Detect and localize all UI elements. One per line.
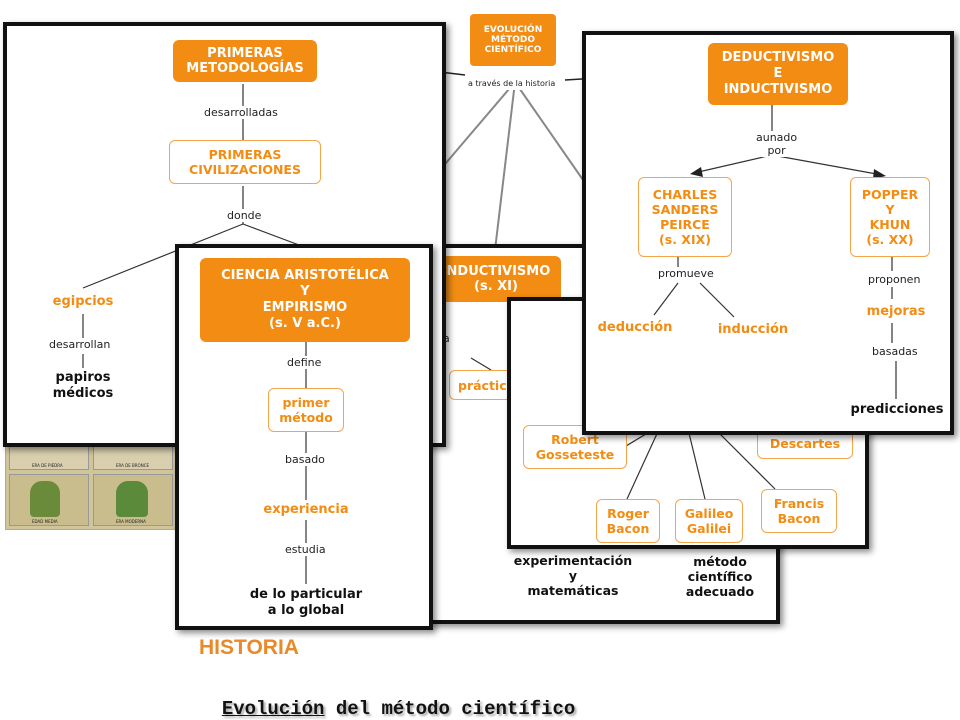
node-experiencia: experiencia	[263, 502, 349, 517]
node-egipcios: egipcios	[52, 294, 114, 309]
link-aunado-por: aunado por	[754, 131, 800, 157]
thumb-middle-ages: EDAD MEDIA	[9, 474, 89, 526]
node-popper-khun: POPPER Y KHUN (s. XX)	[850, 177, 930, 257]
thumb-bronze-age: ERA DE BRONCE	[93, 444, 173, 470]
thumb-modern-era: ERA MODERNA	[93, 474, 173, 526]
node-deductivismo-inductivismo: DEDUCTIVISMO E INDUCTIVISMO	[708, 43, 848, 105]
thumb-stone-age: ERA DE PIEDRA	[9, 444, 89, 470]
node-galileo-galilei: Galileo Galilei	[675, 499, 743, 543]
root-node: EVOLUCIÓN MÉTODO CIENTÍFICO	[470, 14, 556, 66]
link-estudia: estudia	[283, 543, 328, 556]
node-charles-sanders-peirce: CHARLES SANDERS PEIRCE (s. XIX)	[638, 177, 732, 257]
node-roger-bacon: Roger Bacon	[596, 499, 660, 543]
panel-deductivismo-inductivismo: DEDUCTIVISMO E INDUCTIVISMO aunado por C…	[582, 31, 954, 435]
node-ciencia-aristotelica: CIENCIA ARISTOTÉLICA Y EMPIRISMO (s. V a…	[200, 258, 410, 342]
node-papiros-medicos: papiros médicos	[52, 370, 114, 401]
node-experimentacion: experimentación y matemáticas	[513, 553, 633, 598]
slide-title-rest: del método científico	[324, 698, 576, 720]
node-predicciones: predicciones	[850, 402, 944, 417]
node-primeras-metodologias: PRIMERAS METODOLOGÍAS	[173, 40, 317, 82]
node-francis-bacon: Francis Bacon	[761, 489, 837, 533]
slide-title: Evolución del método científico	[199, 676, 575, 720]
link-desarrollan: desarrollan	[47, 338, 113, 351]
node-particular-global: de lo particular a lo global	[249, 587, 363, 618]
node-primeras-civilizaciones: PRIMERAS CIVILIZACIONES	[169, 140, 321, 184]
link-define: define	[285, 356, 324, 369]
link-desarrolladas: desarrolladas	[202, 106, 280, 119]
slide-title-underlined: Evolución	[221, 698, 325, 720]
node-robert-gosseteste: Robert Gosseteste	[523, 425, 627, 469]
node-deduccion: deducción	[597, 320, 673, 335]
root-link-label: a través de la historia	[466, 77, 558, 90]
link-proponen: proponen	[866, 273, 923, 286]
category-heading: HISTORIA	[199, 636, 299, 659]
node-induccion: inducción	[717, 322, 789, 337]
node-mejoras: mejoras	[866, 304, 926, 319]
node-metodo-adecuado: método científico adecuado	[685, 554, 755, 599]
link-promueve: promueve	[656, 267, 716, 280]
link-basadas: basadas	[870, 345, 920, 358]
node-primer-metodo: primer método	[268, 388, 344, 432]
historical-eras-thumbnail: ERA DE PIEDRA ERA DE BRONCE EDAD MEDIA E…	[5, 440, 177, 530]
panel-ciencia-aristotelica: CIENCIA ARISTOTÉLICA Y EMPIRISMO (s. V a…	[175, 244, 433, 630]
node-inductivismo: INDUCTIVISMO (s. XI)	[431, 256, 561, 302]
link-donde: donde	[225, 209, 264, 222]
link-basado: basado	[283, 453, 327, 466]
